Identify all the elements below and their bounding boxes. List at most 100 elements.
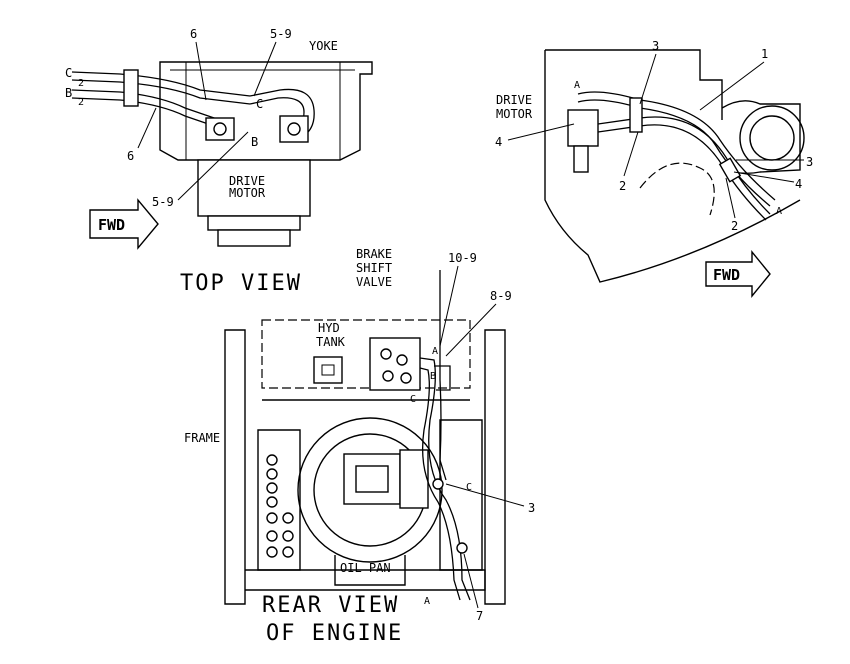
rear-hose-loop (434, 365, 451, 391)
port-a-valve: A (432, 346, 438, 357)
port-c-valve: C (410, 394, 416, 405)
bolt (282, 546, 294, 558)
leader-1 (699, 61, 765, 111)
brake-shift-valve-line1: BRAKE (356, 247, 392, 261)
pump-face (355, 465, 389, 493)
callout-5-9-bottom: 5-9 (152, 195, 174, 209)
clamp-3 (432, 478, 444, 490)
leader-8-9 (445, 303, 497, 357)
fwd-arrow-side: FWD (705, 250, 771, 298)
callout-2-left: 2 (619, 179, 626, 193)
yoke-edge-lines (185, 62, 341, 160)
bolt (266, 546, 278, 558)
port-b2-left: 2 (78, 97, 84, 108)
bolt (282, 512, 294, 524)
bolt (266, 454, 278, 466)
bolt (282, 530, 294, 542)
drive-motor-label-line2: MOTOR (229, 186, 266, 200)
top-view-title: TOP VIEW (180, 271, 302, 296)
leader-3-rear (445, 483, 525, 507)
hose-c-upper (71, 71, 251, 97)
callout-7: 7 (476, 609, 483, 623)
bolt (266, 512, 278, 524)
yoke-label: YOKE (309, 39, 338, 53)
callout-3-top: 3 (652, 39, 659, 53)
port-b-motor: B (251, 135, 258, 149)
side-hose-upper (577, 91, 776, 201)
leader-6-top (195, 41, 207, 101)
oil-pan (334, 555, 406, 586)
port-a-bottom: A (424, 596, 430, 607)
fwd-arrow-side-shape (705, 250, 771, 298)
wheel-hub-outer (739, 105, 805, 171)
bolt (266, 468, 278, 480)
hyd-tank-cap (313, 356, 343, 384)
rear-view-title-line2: OF ENGINE (266, 621, 403, 646)
fitting-c-nut (287, 122, 301, 136)
wheel-hub-inner (749, 115, 795, 161)
side-motor-block (567, 109, 599, 147)
callout-6-left: 6 (127, 149, 134, 163)
oil-pan-label: OIL PAN (340, 561, 391, 575)
port-b-valve: B (430, 371, 436, 382)
port-b-left: B (65, 86, 72, 100)
hyd-tank-cap-inner (321, 364, 335, 376)
frame-rail-right (484, 329, 506, 605)
clamp-7 (456, 542, 468, 554)
hose-b-lower (71, 97, 221, 129)
brake-shift-valve-body (369, 337, 421, 391)
leader-2-right (725, 177, 736, 219)
leader-10-9 (439, 265, 459, 347)
drive-motor-shaft (217, 229, 291, 247)
callout-1: 1 (761, 47, 768, 61)
hose-c-lower (71, 79, 251, 105)
fwd-label-side: FWD (713, 266, 740, 284)
fwd-arrow-top: FWD (89, 198, 159, 250)
frame-crossmember (245, 569, 486, 591)
rear-view-title-line1: REAR VIEW (262, 593, 399, 618)
engine-left-block (257, 429, 301, 571)
callout-3-right: 3 (806, 155, 813, 169)
callout-6-top: 6 (190, 27, 197, 41)
hose-clamp (123, 69, 139, 107)
valve-port (380, 348, 392, 360)
leader-4-right (733, 171, 795, 183)
callout-4-right: 4 (795, 177, 802, 191)
hyd-tank-outline (261, 319, 471, 389)
port-c-pump: C (466, 482, 472, 493)
drive-motor-flange (207, 215, 301, 231)
fwd-arrow-top-shape (89, 198, 159, 250)
side-port-a-bottom: A (776, 206, 782, 217)
top-view-group: YOKE DRIVE MOTOR 6 5-9 6 5-9 C B 2 2 C B… (65, 27, 373, 296)
hyd-tank-line2: TANK (316, 335, 346, 349)
side-view-group: DRIVE MOTOR 1 3 3 4 4 2 2 A A FWD (495, 39, 813, 298)
side-hose-upper-b (577, 99, 771, 207)
port-c-motor: C (256, 97, 263, 111)
valve-port (396, 354, 408, 366)
rear-hose-2 (419, 367, 461, 601)
callout-5-9-top: 5-9 (270, 27, 292, 41)
side-clamp-lower (718, 157, 742, 183)
hyd-tank-line1: HYD (318, 321, 340, 335)
leader-4-left (507, 123, 575, 141)
leader-6-left (137, 107, 157, 149)
callout-8-9: 8-9 (490, 289, 512, 303)
fitting-b-nut (213, 122, 227, 136)
leader-5-9-bottom (177, 131, 249, 201)
bolt (266, 482, 278, 494)
wheel-housing (721, 100, 801, 175)
brake-shift-valve-line2: SHIFT (356, 261, 392, 275)
drive-motor-label-line1: DRIVE (229, 174, 265, 188)
bolt (266, 496, 278, 508)
brake-shift-valve-line3: VALVE (356, 275, 392, 289)
leader-2-left (623, 131, 639, 177)
side-port-a-top: A (574, 80, 580, 91)
side-frame-outline (544, 50, 801, 283)
frame-label: FRAME (184, 431, 220, 445)
rear-hose-3 (439, 270, 447, 481)
side-clamp-upper (629, 97, 643, 133)
frame-rail-left (224, 329, 246, 605)
bolt-stack-left (266, 454, 294, 558)
flywheel-housing-outer (297, 417, 443, 563)
